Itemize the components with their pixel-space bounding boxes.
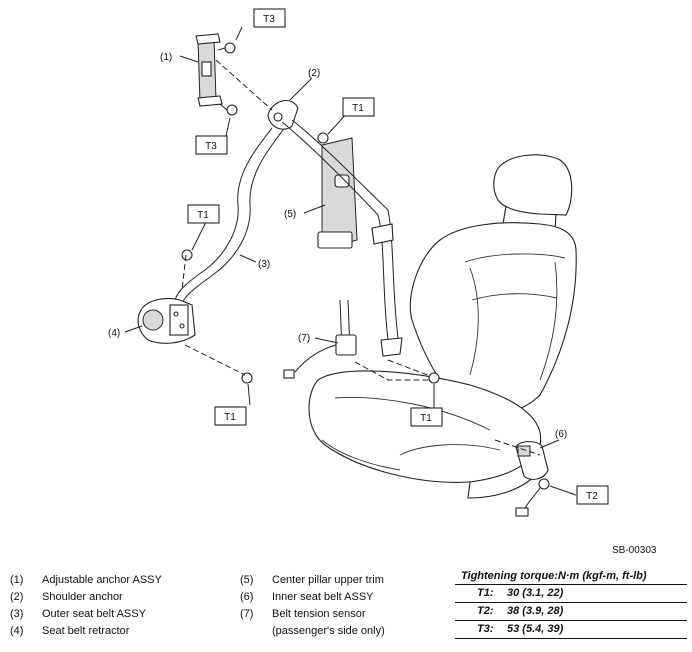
- torque-table-title: Tightening torque:N·m (kgf-m, ft-lb): [455, 570, 687, 585]
- belt-tension-sensor: [283, 299, 357, 379]
- legend-item: (3)Outer seat belt ASSY: [10, 608, 146, 620]
- svg-text:T1: T1: [420, 413, 432, 424]
- bolt-t1-lower-left: [241, 372, 253, 384]
- callout-4: (4): [108, 328, 120, 339]
- callout-5: (5): [284, 209, 296, 220]
- inner-seat-belt-buckle: [515, 441, 550, 517]
- callout-7: (7): [298, 333, 310, 344]
- callout-1: (1): [160, 52, 172, 63]
- callout-2: (2): [308, 68, 320, 79]
- center-pillar-upper-trim: [317, 137, 358, 249]
- seat-belt-retractor: [137, 297, 196, 344]
- svg-text:T3: T3: [263, 14, 275, 25]
- figure-reference-code: SB-00303: [612, 545, 657, 556]
- outer-seat-belt: [174, 119, 403, 357]
- legend-item: (2)Shoulder anchor: [10, 591, 123, 603]
- bolt-t3-mid: [219, 103, 238, 116]
- torque-row: T3:53 (5.4, 39): [455, 621, 687, 639]
- torque-tag-t2-buckle: T2: [576, 485, 609, 505]
- tightening-torque-table: Tightening torque:N·m (kgf-m, ft-lb) T1:…: [455, 570, 687, 639]
- torque-row: T1:30 (3.1, 22): [455, 585, 687, 603]
- bolt-t3-top: [217, 42, 236, 54]
- torque-tag-t1-lower-left: T1: [214, 406, 247, 426]
- bolts: [181, 42, 440, 384]
- callout-3: (3): [258, 259, 270, 270]
- shoulder-anchor: [267, 99, 299, 130]
- parts-legend-middle: (5)Center pillar upper trim (6)Inner sea…: [240, 572, 385, 640]
- legend-item: (5)Center pillar upper trim: [240, 574, 384, 586]
- svg-text:T1: T1: [197, 210, 209, 221]
- svg-text:T3: T3: [205, 141, 217, 152]
- legend-item: (7)Belt tension sensor: [240, 608, 366, 620]
- adjustable-anchor: [195, 33, 223, 107]
- parts-legend-left: (1)Adjustable anchor ASSY (2)Shoulder an…: [10, 572, 162, 640]
- seat-belt-exploded-diagram: (1) (2) (3) (4) (5) (6) (7) T3 T3 T1 T1 …: [108, 8, 609, 517]
- svg-text:T2: T2: [586, 491, 598, 502]
- torque-tag-t3-top: T3: [253, 8, 286, 28]
- svg-text:T1: T1: [224, 412, 236, 423]
- bolt-t1-pillar: [317, 132, 329, 144]
- legend-item: (4)Seat belt retractor: [10, 625, 130, 637]
- torque-row: T2:38 (3.9, 28): [455, 603, 687, 621]
- leader-lines: [124, 26, 577, 496]
- alignment-lines: [181, 59, 541, 456]
- torque-tag-t1-pillar: T1: [342, 97, 375, 117]
- svg-text:T1: T1: [352, 103, 364, 114]
- torque-tag-t3-mid: T3: [195, 135, 228, 155]
- bolt-t1-upper-left: [181, 249, 193, 261]
- callout-6: (6): [555, 429, 567, 440]
- legend-item: (1)Adjustable anchor ASSY: [10, 574, 162, 586]
- bolt-t1-seat: [428, 372, 440, 384]
- legend-item: (6)Inner seat belt ASSY: [240, 591, 374, 603]
- torque-tag-t1-seat: T1: [410, 407, 443, 427]
- torque-tag-t1-upper-left: T1: [187, 204, 220, 224]
- legend-item: (passenger's side only): [272, 625, 385, 637]
